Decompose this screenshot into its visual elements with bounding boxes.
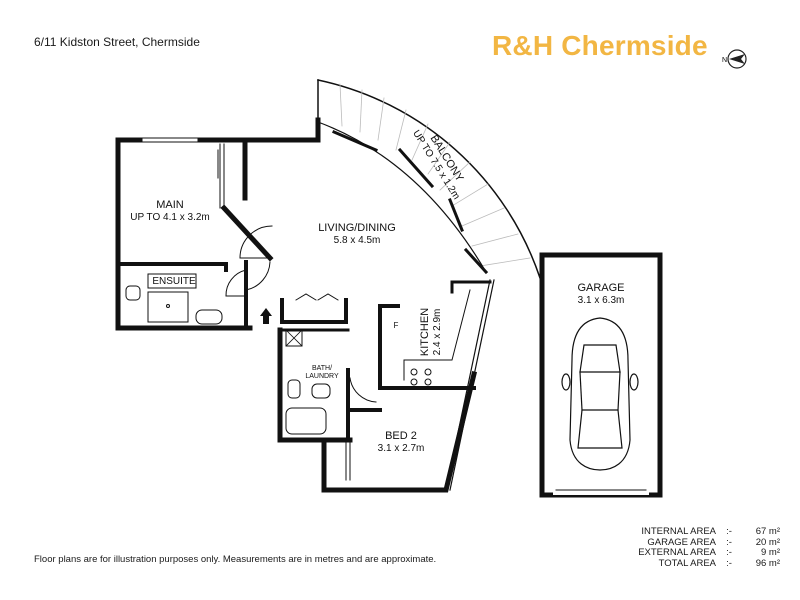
area-value: 20 m² <box>755 536 780 548</box>
area-value: 96 m² <box>755 557 780 569</box>
ensuite-toilet <box>125 285 141 301</box>
area-row: GARAGE AREA :- 20 m² <box>600 536 780 549</box>
room-main-dims: UP TO 4.1 x 3.2m <box>130 212 209 223</box>
area-value: 67 m² <box>755 526 780 537</box>
room-kitchen-dims: 2.4 x 2.9m <box>432 309 443 356</box>
room-bed2-name: BED 2 <box>385 430 417 442</box>
ensuite-label-box <box>147 273 197 289</box>
room-bath-line1: BATH/ <box>312 365 332 372</box>
room-garage-dims: 3.1 x 6.3m <box>578 295 625 306</box>
kitchen-wall <box>378 304 476 390</box>
room-main-name: MAIN <box>156 199 184 211</box>
area-label: EXTERNAL AREA <box>638 547 716 558</box>
room-living-name: LIVING/DINING <box>318 222 396 234</box>
area-row: INTERNAL AREA :- 67 m² <box>600 526 780 538</box>
car-icon <box>561 317 639 471</box>
room-kitchen-name: KITCHEN <box>419 308 431 356</box>
area-value: 9 m² <box>761 547 780 558</box>
room-bath-line2: LAUNDRY <box>305 373 339 380</box>
entry-arrow-icon <box>260 308 272 324</box>
property-address: 6/11 Kidston Street, Chermside <box>34 35 200 49</box>
room-garage-name: GARAGE <box>577 282 624 294</box>
main-bedroom-wall <box>115 137 253 331</box>
fridge-label: F <box>394 321 399 330</box>
area-separator: :- <box>726 547 732 558</box>
shower <box>147 291 189 323</box>
ensuite-basin <box>195 309 223 325</box>
room-ensuite-name: ENSUITE <box>152 276 196 287</box>
area-row: TOTAL AREA :- 96 m² <box>600 557 780 570</box>
balcony-tiles <box>339 83 531 267</box>
bathroom-basin <box>287 379 301 399</box>
area-separator: :- <box>726 557 732 569</box>
area-separator: :- <box>726 526 732 537</box>
agency-logo-text: R&H Chermside <box>492 30 708 61</box>
north-arrow-icon: N <box>722 49 747 69</box>
area-label: INTERNAL AREA <box>641 526 716 537</box>
area-label: GARAGE AREA <box>647 536 716 548</box>
balcony-edge <box>317 79 541 279</box>
room-bed2-dims: 3.1 x 2.7m <box>378 443 425 454</box>
disclaimer-text: Floor plans are for illustration purpose… <box>34 554 437 565</box>
glazing <box>332 130 489 275</box>
area-separator: :- <box>726 536 732 548</box>
area-label: TOTAL AREA <box>658 557 716 569</box>
room-living-dims: 5.8 x 4.5m <box>334 235 381 246</box>
bedroom-2-wall <box>321 370 478 493</box>
bathtub <box>285 407 327 435</box>
area-row: EXTERNAL AREA :- 9 m² <box>600 547 780 559</box>
compass-label: N <box>722 57 727 64</box>
laundry-tub <box>285 329 303 347</box>
area-summary: INTERNAL AREA :- 67 m² GARAGE AREA :- 20… <box>600 526 780 570</box>
bathroom-toilet <box>311 383 331 399</box>
